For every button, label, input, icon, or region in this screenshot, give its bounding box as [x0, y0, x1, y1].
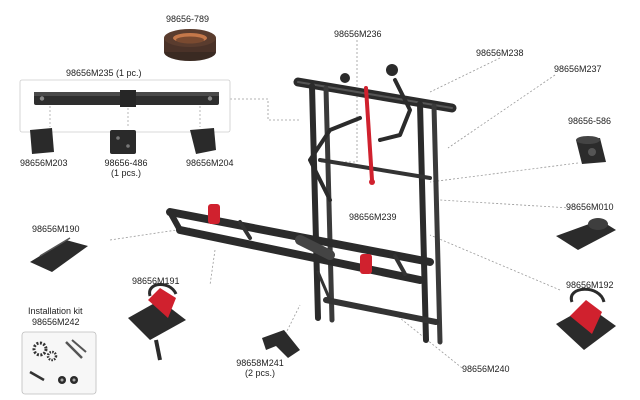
rack-red-strap-left: [208, 204, 220, 224]
part-98656M203-clamp: [30, 128, 54, 154]
leader-lines: [109, 40, 579, 369]
part-98656M190-wheel-holder: [30, 237, 88, 272]
label-98656M239: 98656M239: [349, 212, 397, 222]
rack-side-knob: [340, 73, 350, 83]
label-98656M010: 98656M010: [566, 202, 614, 212]
part-98656M204-clamp: [190, 128, 216, 154]
part-98658M241-bracket: [262, 330, 300, 358]
rack-red-holder-end: [369, 179, 375, 185]
part-98656M192-wheel-holder: [556, 287, 616, 350]
rack-top-knob: [386, 64, 398, 76]
label-98656M236: 98656M236: [334, 29, 382, 39]
installation-kit-box: [21, 331, 97, 395]
part-98656M191-wheel-holder: [128, 283, 186, 361]
label-98656-486: 98656-486: [104, 158, 148, 168]
part-98656-789-ring: [164, 29, 216, 61]
label-98656M237: 98656M237: [554, 64, 602, 74]
label-98656-789: 98656-789: [166, 14, 210, 24]
label-98656M192: 98656M192: [566, 280, 614, 290]
label-98656M203: 98656M203: [20, 158, 68, 168]
label-98656-586: 98656-586: [568, 116, 612, 126]
label-98658M241: 98658M241: [236, 358, 284, 368]
part-98656M235-bar: [34, 90, 219, 107]
rack-red-strap-right: [360, 254, 372, 274]
label-98656M204: 98656M204: [186, 158, 234, 168]
label-98656M240: 98656M240: [462, 364, 510, 374]
part-98656M010-holder: [556, 218, 616, 250]
label-98656M235: 98656M235 (1 pc.): [66, 68, 142, 78]
part-98656-486-plate: [110, 130, 136, 154]
label-installation-kit: Installation kit: [28, 306, 83, 316]
installation-kit-items: [29, 339, 87, 384]
part-98656-586-cup: [576, 136, 606, 164]
rack-red-holder: [364, 86, 374, 182]
leaders-98656M235: [49, 106, 201, 127]
label-98656M242: 98656M242: [32, 317, 80, 327]
label-98656M191: 98656M191: [132, 276, 180, 286]
label-98656M238: 98656M238: [476, 48, 524, 58]
label-98656-486-qty: (1 pcs.): [110, 168, 141, 178]
label-98656M190: 98656M190: [32, 224, 80, 234]
label-98658M241-qty: (2 pcs.): [244, 368, 275, 378]
